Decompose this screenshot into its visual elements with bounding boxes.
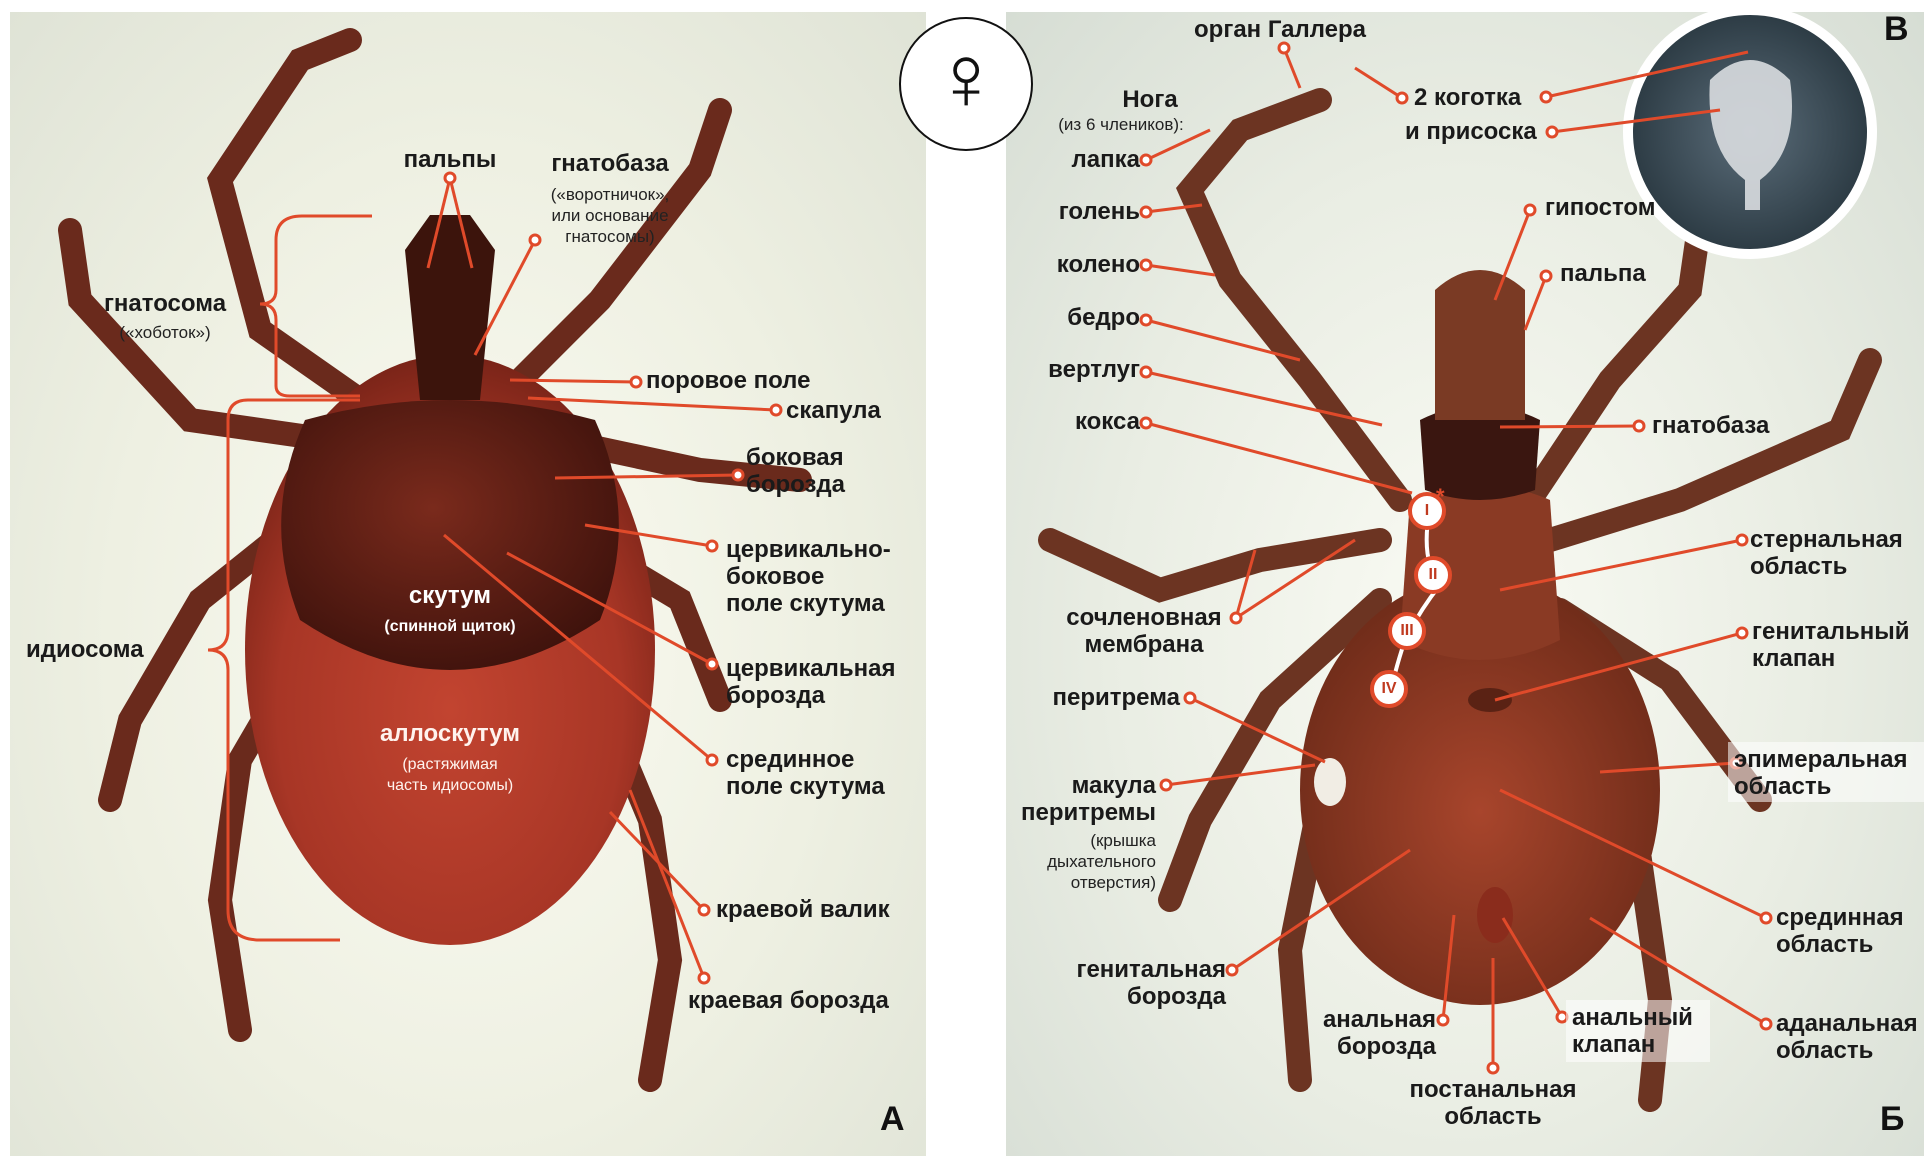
panel-letter-c: В [1884,10,1909,49]
label-koksa: кокса [1010,408,1140,435]
leg-b-2-left [1050,540,1380,590]
panel-letter-a: А [880,1100,905,1139]
label-vertlug: вертлуг [1010,356,1140,383]
panel-letter-b: Б [1880,1100,1904,1139]
gnathosoma-a [405,215,495,400]
label-epimeralnaya: эпимеральная область [1734,746,1907,800]
label-sredinnoe-pole: срединное поле скутума [726,746,885,800]
leg-a-1-left [220,40,360,400]
label-bedro: бедро [1010,304,1140,331]
coxa-marker-2: II [1414,556,1452,594]
label-kraevaya-borozda: краевая борозда [688,987,889,1014]
macula-b [1314,758,1346,806]
label-kraevoy-valik: краевой валик [716,896,890,923]
label-golen: голень [1010,198,1140,225]
label-genitalnaya-borozda: генитальная борозда [1030,956,1226,1010]
coxa-marker-3: III [1388,612,1426,650]
genital-valve-b [1468,688,1512,712]
label-genitalny-klapan: генитальный клапан [1752,618,1909,672]
label-alloskutum: аллоскутум [360,720,540,747]
label-sredinnaya: срединная область [1776,904,1904,958]
coxa-marker-star: * [1436,484,1445,510]
label-kogotka: 2 коготка [1414,84,1521,111]
label-skapula: скапула [786,397,881,424]
label-noga: Нога [1090,86,1210,113]
label-postanalnaya: постанальная область [1400,1076,1586,1130]
female-symbol: ♀ [924,18,1008,138]
label-skutum: скутум [380,582,520,609]
coxa-marker-4: IV [1370,670,1408,708]
label-bokovaya-borozda: боковая борозда [746,444,845,498]
label-gnatobaza-note: («воротничок», или основание гнатосомы) [515,184,705,247]
label-gipostom: гипостом [1545,194,1655,221]
label-gnatosoma-note: («хоботок») [90,322,240,343]
label-analnaya-borozda: анальная борозда [1280,1006,1436,1060]
label-peritrema: перитрема [1010,684,1180,711]
label-skutum-note: (спинной щиток) [360,616,540,637]
label-gnatobaza-b: гнатобаза [1652,412,1769,439]
label-alloskutum-note: (растяжимая часть идиосомы) [350,754,550,796]
label-cerv-borozda: цервикальная борозда [726,655,895,709]
label-palpy: пальпы [390,146,510,173]
label-cerv-bok-pole: цервикально- боковое поле скутума [726,536,891,617]
label-makula: макула перитремы [1000,772,1156,826]
label-prisoska: и присоска [1405,118,1537,145]
label-idiosoma: идиосома [26,636,144,663]
label-adanalnaya: аданальная область [1776,1010,1918,1064]
label-palpa: пальпа [1560,260,1646,287]
leg-b-1-left [1190,100,1400,500]
label-sochl-membrana: сочленовная мембрана [1056,604,1232,658]
label-porovoe-pole: поровое поле [646,367,810,394]
hypostome-b [1435,270,1525,420]
label-analny-klapan: анальный клапан [1572,1004,1693,1058]
anal-valve-b [1477,887,1513,943]
label-gnatosoma: гнатосома [90,290,240,317]
label-lapka: лапка [1010,146,1140,173]
label-noga-note: (из 6 члеников): [1026,114,1216,135]
label-koleno: колено [1010,251,1140,278]
label-organ-gallera: орган Галлера [1194,16,1366,43]
label-gnatobaza-a: гнатобаза [520,150,700,177]
label-makula-note: (крышка дыхательного отверстия) [990,830,1156,893]
label-sternalnaya: стернальная область [1750,526,1903,580]
